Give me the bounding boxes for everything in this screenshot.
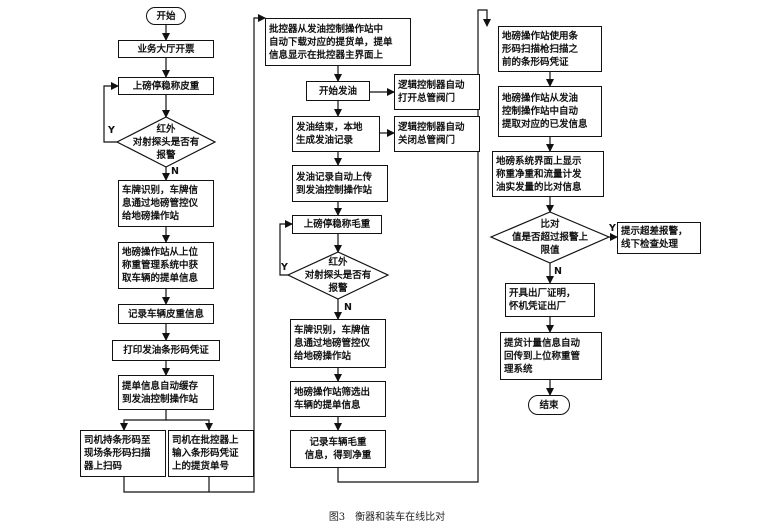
auto-upload-step: 提货计量信息自动 回传到上位称重管 理系统 [500,332,602,380]
scan-barcode-step: 地磅操作站使用条 形码扫描枪扫描之 前的条形码凭证 [498,26,602,72]
driver-scan-step: 司机持条形码至 现场条形码扫描 器上扫码 [80,430,166,477]
arrow-cache-to-driver-input [166,419,213,431]
record-gross-step: 记录车辆毛重 信息，得到净重 [290,430,386,468]
show-compare-step: 地磅系统界面上显示 称重净重和流量计发 油实发量的比对信息 [492,151,604,197]
hall-ticket-step: 业务大厅开票 [118,40,214,58]
no-label-2: N [344,302,352,313]
end-terminal: 结束 [528,395,570,415]
open-valve-step: 逻辑控制器自动 打开总管阀门 [394,74,480,110]
ir-alarm-decision-1: 红外 对射探头是否有 报警 [132,123,200,161]
plate-recognition-step-2: 车牌识别，车牌信 息通过地磅管控仪 给地磅操作站 [290,319,386,368]
arrow-cache-to-driver-scan [120,410,167,431]
issue-certificate-step: 开具出厂证明， 怀机凭证出厂 [505,283,595,317]
oil-end-step: 发油结束，本地 生成发油记录 [292,116,380,152]
figure-caption: 图3 衡器和装车在线比对 [328,512,446,523]
print-voucher-step: 打印发油条形码凭证 [112,340,220,361]
arrow-gross-record-to-scan [337,9,491,483]
arrow-check2-yes-loop [279,220,293,276]
cache-info-step: 提单信息自动缓存 到发油控制操作站 [118,375,214,410]
yes-label-1: Y [108,125,115,136]
tare-weigh-step: 上磅停稳称皮重 [118,77,214,95]
record-tare-step: 记录车辆皮重信息 [118,304,214,324]
decision-diamond-1 [115,116,217,168]
driver-input-step: 司机在批控器上 输入条形码凭证 上的提货单号 [168,430,254,477]
start-terminal: 开始 [146,7,186,25]
decision-diamond-2 [286,251,390,300]
overlimit-alarm-step: 提示超差报警， 线下检查处理 [617,222,701,254]
gross-weigh-step: 上磅停稳称毛重 [292,215,382,234]
yes-label-3: Y [609,223,616,234]
station-filter-step: 地磅操作站筛选出 车辆的提单信息 [290,381,386,417]
arrow-driver-scan-to-batch [123,14,266,493]
no-label-1: N [171,166,179,177]
compare-limit-decision: 比对 值是否超过报警上 限值 [511,219,588,256]
arrow-check1-yes-loop [103,82,119,143]
upload-record-step: 发油记录自动上传 到发油控制操作站 [292,165,388,202]
decision-diamond-3 [489,211,611,264]
station-fetch-step: 地磅操作站从上位 称重管理系统中获 取车辆的提单信息 [118,242,214,289]
start-oil-step: 开始发油 [306,81,370,101]
batch-download-step: 批控器从发油控制操作站中 自动下载对应的提货单，提单 信息显示在批控器主界面上 [265,18,411,66]
no-label-3: N [554,266,562,277]
yes-label-2: Y [281,262,288,273]
close-valve-step: 逻辑控制器自动 关闭总管阀门 [394,116,480,152]
ir-alarm-decision-2: 红外 对射探头是否有 报警 [304,257,372,294]
plate-recognition-step-1: 车牌识别，车牌信 息通过地磅管控仪 给地磅操作站 [118,180,214,227]
fetch-sent-info-step: 地磅操作站从发油 控制操作站中自动 提取对应的已发信息 [498,86,602,137]
